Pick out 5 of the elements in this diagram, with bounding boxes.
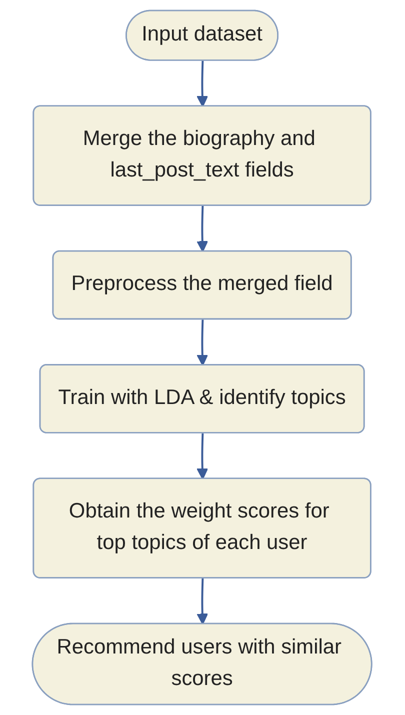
arrow (197, 433, 209, 480)
arrow (197, 60, 209, 108)
arrow (197, 320, 209, 366)
arrow (197, 206, 209, 252)
arrow (197, 578, 209, 625)
